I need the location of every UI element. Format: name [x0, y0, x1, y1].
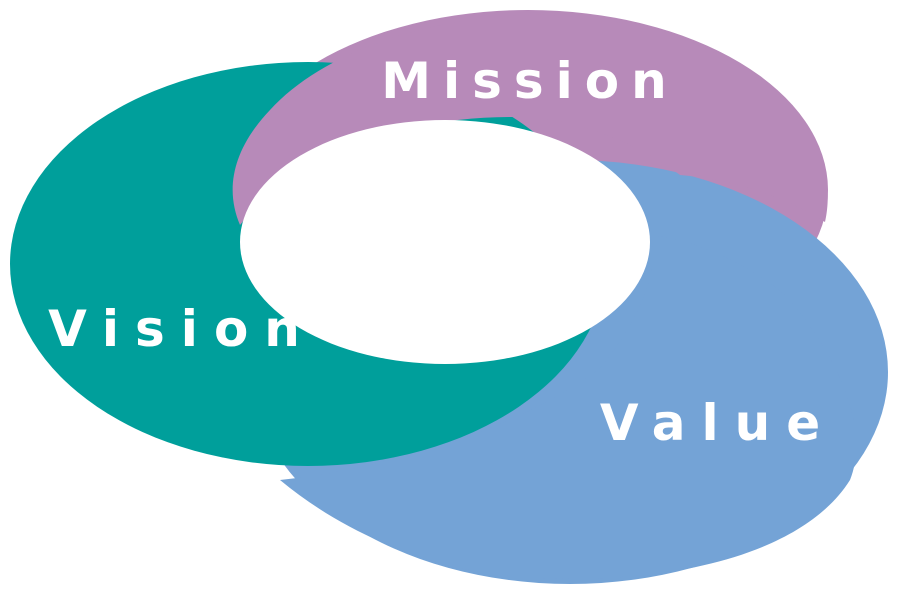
mission-ring-overlap: [232, 14, 828, 226]
value-label: Value: [600, 394, 836, 452]
value-ring-overlap: [280, 235, 857, 579]
center-hole: [240, 120, 650, 364]
mission-label: Mission: [381, 52, 679, 110]
vision-label: Vision: [48, 300, 316, 358]
